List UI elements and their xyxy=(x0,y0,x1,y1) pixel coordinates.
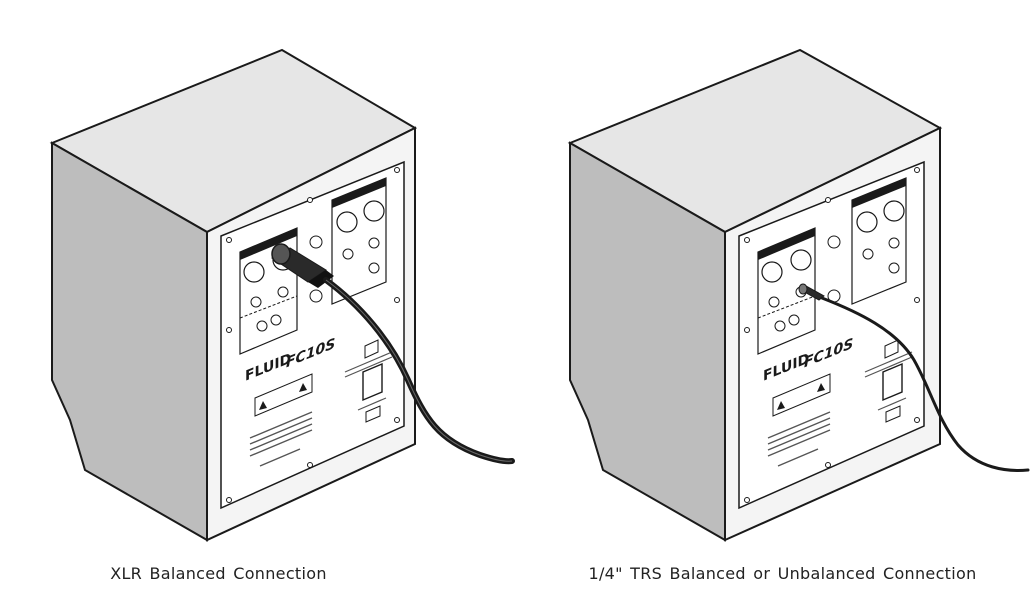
caption-trs: 1/4" TRS Balanced or Unbalanced Connecti… xyxy=(588,564,977,583)
trs-output-jack-2 xyxy=(368,237,380,249)
trs-output-jack-2 xyxy=(888,237,900,249)
xlr-input-jack-1 xyxy=(243,261,265,283)
trs-input-jack-2 xyxy=(277,286,289,298)
power-fine-print xyxy=(344,351,393,411)
screw-holes xyxy=(226,167,400,503)
iec-power-socket xyxy=(882,362,903,402)
trs-input-jack-1 xyxy=(250,296,262,308)
screw-holes xyxy=(744,167,920,503)
output-panel-header xyxy=(852,178,906,208)
xlr-input-jack-2 xyxy=(790,249,812,271)
trs-input-jack-1 xyxy=(768,296,780,308)
cable xyxy=(820,296,1030,472)
xlr-input-jack-1 xyxy=(761,261,783,283)
power-switch xyxy=(364,339,379,359)
input-panel-header xyxy=(240,228,297,260)
iec-power-socket xyxy=(362,362,383,402)
fuse-holder xyxy=(365,405,381,423)
warning-label xyxy=(772,373,831,417)
warning-triangle-icon-2 xyxy=(817,383,825,392)
warning-triangle-icon-2 xyxy=(299,383,307,392)
rca-jack-2 xyxy=(270,314,282,326)
input-panel-header xyxy=(758,228,815,260)
xlr-output-jack-2 xyxy=(883,200,905,222)
figure-xlr: FLUID FC10S XLR Balanced Conn xyxy=(0,0,517,595)
warning-triangle-icon xyxy=(259,401,267,410)
subwoofer-trs-illustration: FLUID FC10S xyxy=(567,48,1030,542)
phase-switch xyxy=(888,262,900,274)
rca-jack-2 xyxy=(788,314,800,326)
xlr-output-jack-2 xyxy=(363,200,385,222)
rca-jack-1 xyxy=(256,320,268,332)
fine-print xyxy=(249,411,313,467)
figure-trs: FLUID FC10S 1/4" TRS Balanced or Unbalan… xyxy=(518,0,1035,595)
cable xyxy=(323,277,515,465)
warning-triangle-icon xyxy=(777,401,785,410)
trs-output-jack-1 xyxy=(862,248,874,260)
trs-plug xyxy=(798,283,825,301)
xlr-plug xyxy=(271,243,334,288)
xlr-output-jack-1 xyxy=(856,211,878,233)
trs-output-jack-1 xyxy=(342,248,354,260)
warning-label xyxy=(254,373,313,417)
output-panel-header xyxy=(332,178,386,208)
power-switch xyxy=(884,339,899,359)
fuse-holder xyxy=(885,405,901,423)
rca-jack-1 xyxy=(774,320,786,332)
panel-divider xyxy=(239,295,298,319)
caption-xlr: XLR Balanced Connection xyxy=(110,564,327,583)
phase-switch xyxy=(368,262,380,274)
fine-print xyxy=(767,411,831,467)
volume-knob xyxy=(309,289,323,303)
xlr-output-jack-1 xyxy=(336,211,358,233)
subwoofer-xlr-illustration: FLUID FC10S xyxy=(49,48,515,542)
panel-divider xyxy=(757,295,816,319)
power-fine-print xyxy=(864,351,913,411)
crossover-knob xyxy=(309,235,323,249)
crossover-knob xyxy=(827,235,841,249)
